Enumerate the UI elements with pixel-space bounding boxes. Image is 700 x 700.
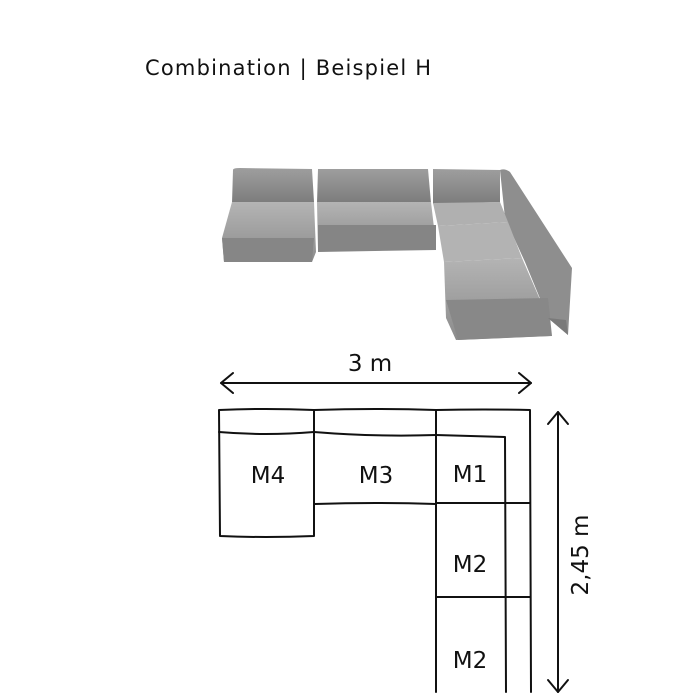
module-label-m4: M4	[251, 463, 285, 489]
depth-dimension-arrow	[547, 411, 569, 693]
module-m4	[218, 408, 315, 538]
width-label: 3 m	[348, 351, 392, 377]
sofa-image	[222, 168, 572, 340]
depth-label: 2,45 m	[568, 515, 594, 596]
module-label-m2: M2	[453, 648, 487, 674]
module-label-m3: M3	[359, 463, 393, 489]
floor-plan: M4 M3 M1 M2 M2	[218, 408, 532, 693]
module-label-m2: M2	[453, 552, 487, 578]
module-m3	[313, 408, 437, 505]
module-label-m1: M1	[453, 462, 487, 488]
page-title: Combination | Beispiel H	[145, 56, 433, 80]
width-dimension-arrow	[220, 372, 532, 394]
module-m1	[435, 408, 532, 693]
